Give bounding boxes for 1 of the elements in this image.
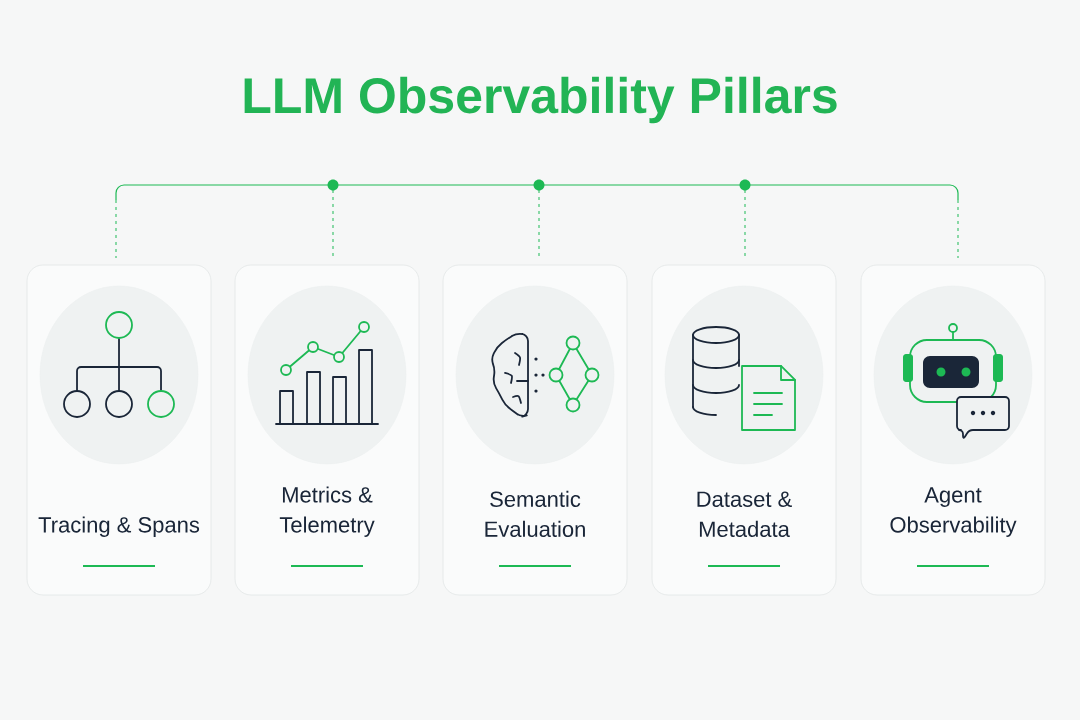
title: LLM Observability Pillars [244, 76, 837, 124]
